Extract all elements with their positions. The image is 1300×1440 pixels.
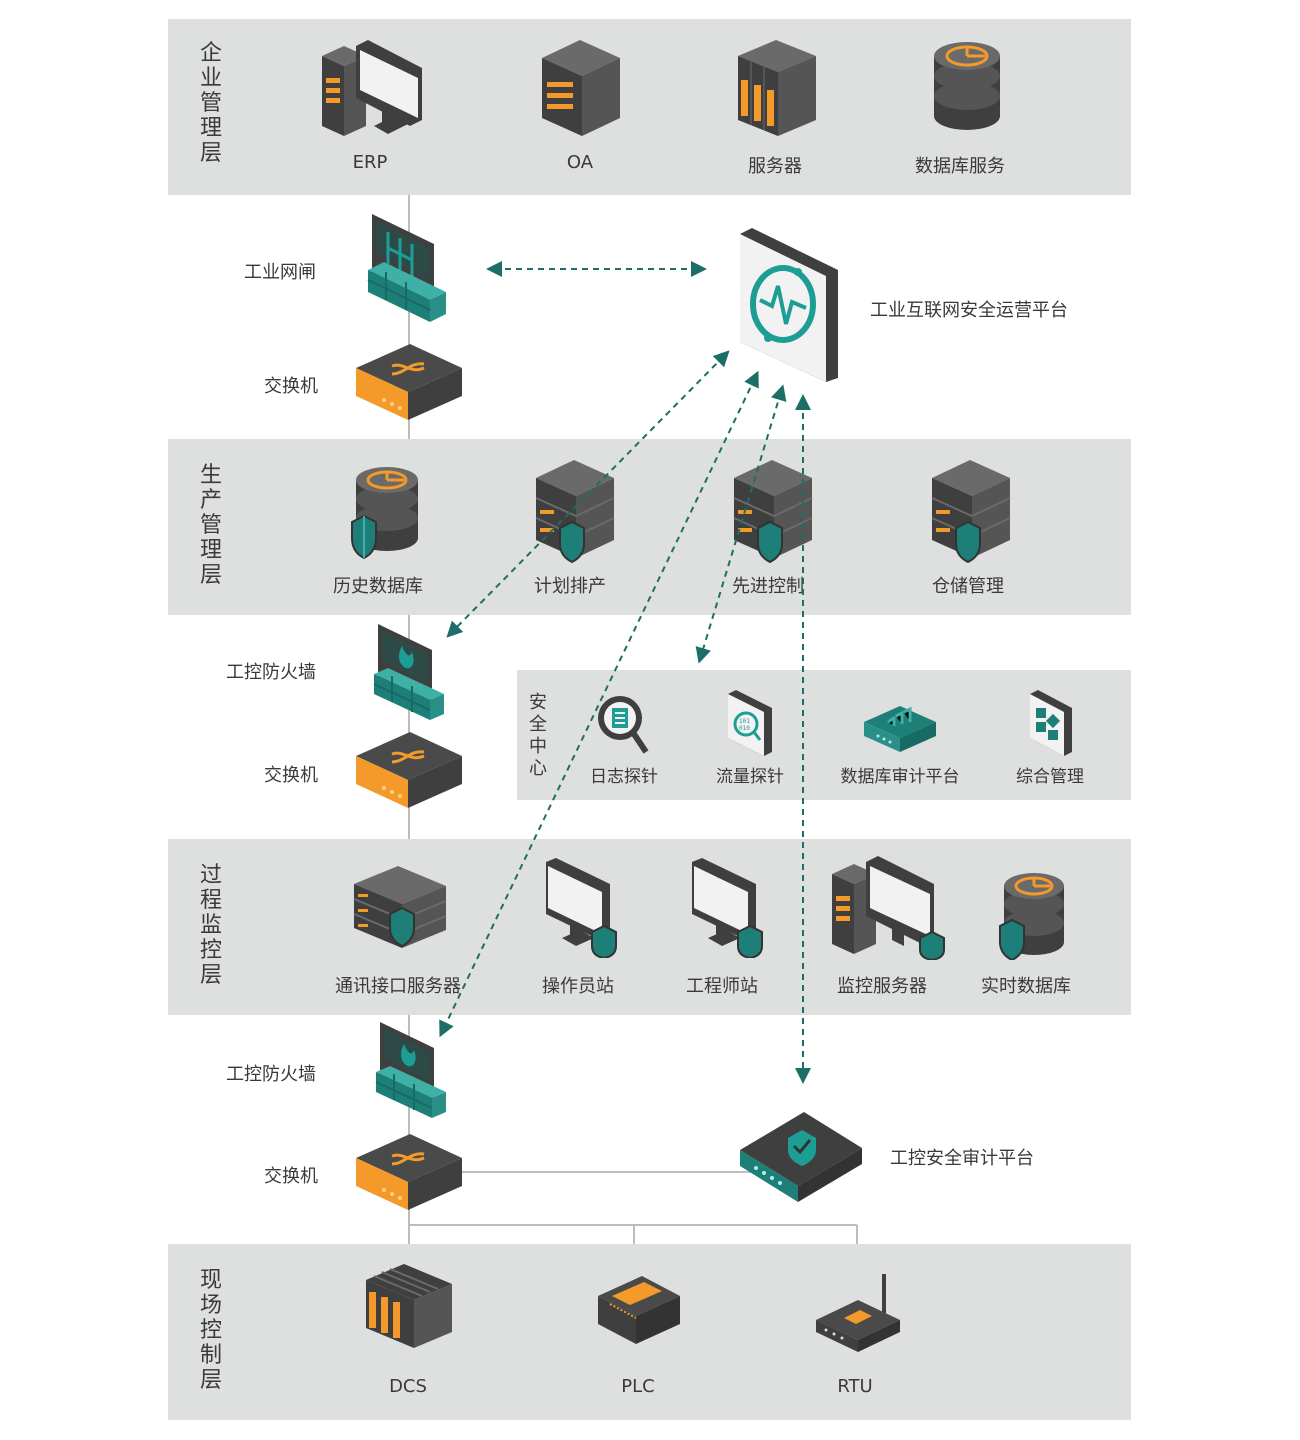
svg-text:010: 010 [739,725,750,732]
log-probe-label: 日志探针 [590,767,658,787]
planning-server-icon [535,460,615,564]
dcs-label: DCS [389,1376,427,1397]
firewall-icon-2 [375,1022,446,1118]
database-audit-label: 数据库审计平台 [840,767,960,787]
process-layer-title: 过程监控层 [199,863,222,988]
server-rack-icon [738,40,816,136]
platform-icon [740,228,838,382]
rtu-icon [816,1274,900,1352]
warehouse-server-icon [931,460,1011,564]
dcs-icon [366,1264,452,1348]
firewall-label-1: 工控防火墙 [226,662,316,683]
database-service-label: 数据库服务 [915,156,1005,177]
ics-audit-platform-label: 工控安全审计平台 [890,1148,1034,1169]
monitoring-server-icon [832,856,945,960]
monitoring-server-label: 监控服务器 [837,976,927,997]
integrated-management-icon [1030,690,1072,756]
integrated-management-label: 综合管理 [1016,767,1084,787]
oa-label: OA [566,152,594,173]
enterprise-layer-title: 企业管理层 [199,41,222,166]
server-label: 服务器 [748,156,802,177]
database-audit-icon [864,706,936,752]
realtime-database-label: 实时数据库 [981,976,1071,997]
firewall-label-2: 工控防火墙 [226,1064,316,1085]
comm-interface-server-icon [353,866,447,948]
switch-icon-3 [356,1134,462,1210]
rtu-label: RTU [837,1376,873,1397]
switch-label-1: 交换机 [264,376,318,397]
switch-label-3: 交换机 [264,1166,318,1187]
advanced-control-label: 先进控制 [732,576,804,597]
svg-text:101: 101 [739,718,750,725]
history-database-icon [351,467,418,560]
engineer-station-label: 工程师站 [686,976,758,997]
traffic-probe-label: 流量探针 [716,767,784,787]
realtime-database-icon [999,873,1064,960]
plc-icon [598,1276,680,1344]
field-layer-title: 现场控制层 [199,1268,222,1393]
advanced-control-server-icon [733,460,813,564]
operator-station-icon [546,858,617,958]
production-layer-title: 生产管理层 [199,463,222,588]
switch-icon-2 [356,732,462,808]
traffic-probe-icon: 101 010 [728,690,772,756]
operator-station-label: 操作员站 [542,976,614,997]
erp-desktop-icon [322,40,422,136]
switch-label-2: 交换机 [264,765,318,786]
log-probe-icon [598,696,649,754]
firewall-icon-1 [373,624,444,720]
ics-audit-platform-icon [740,1112,862,1202]
platform-label: 工业互联网安全运营平台 [870,300,1068,321]
warehouse-label: 仓储管理 [932,576,1004,597]
comm-interface-server-label: 通讯接口服务器 [335,976,461,997]
gateway-icon [367,214,446,322]
gateway-label: 工业网闸 [244,262,316,283]
oa-server-icon [542,40,620,136]
security-center-title: 安全中心 [529,692,547,779]
erp-label: ERP [352,152,388,173]
planning-label: 计划排产 [534,576,606,597]
plc-label: PLC [621,1376,655,1397]
switch-icon-1 [356,344,462,420]
engineer-station-icon [692,858,763,958]
database-service-icon [934,42,1000,130]
history-database-label: 历史数据库 [333,576,423,597]
